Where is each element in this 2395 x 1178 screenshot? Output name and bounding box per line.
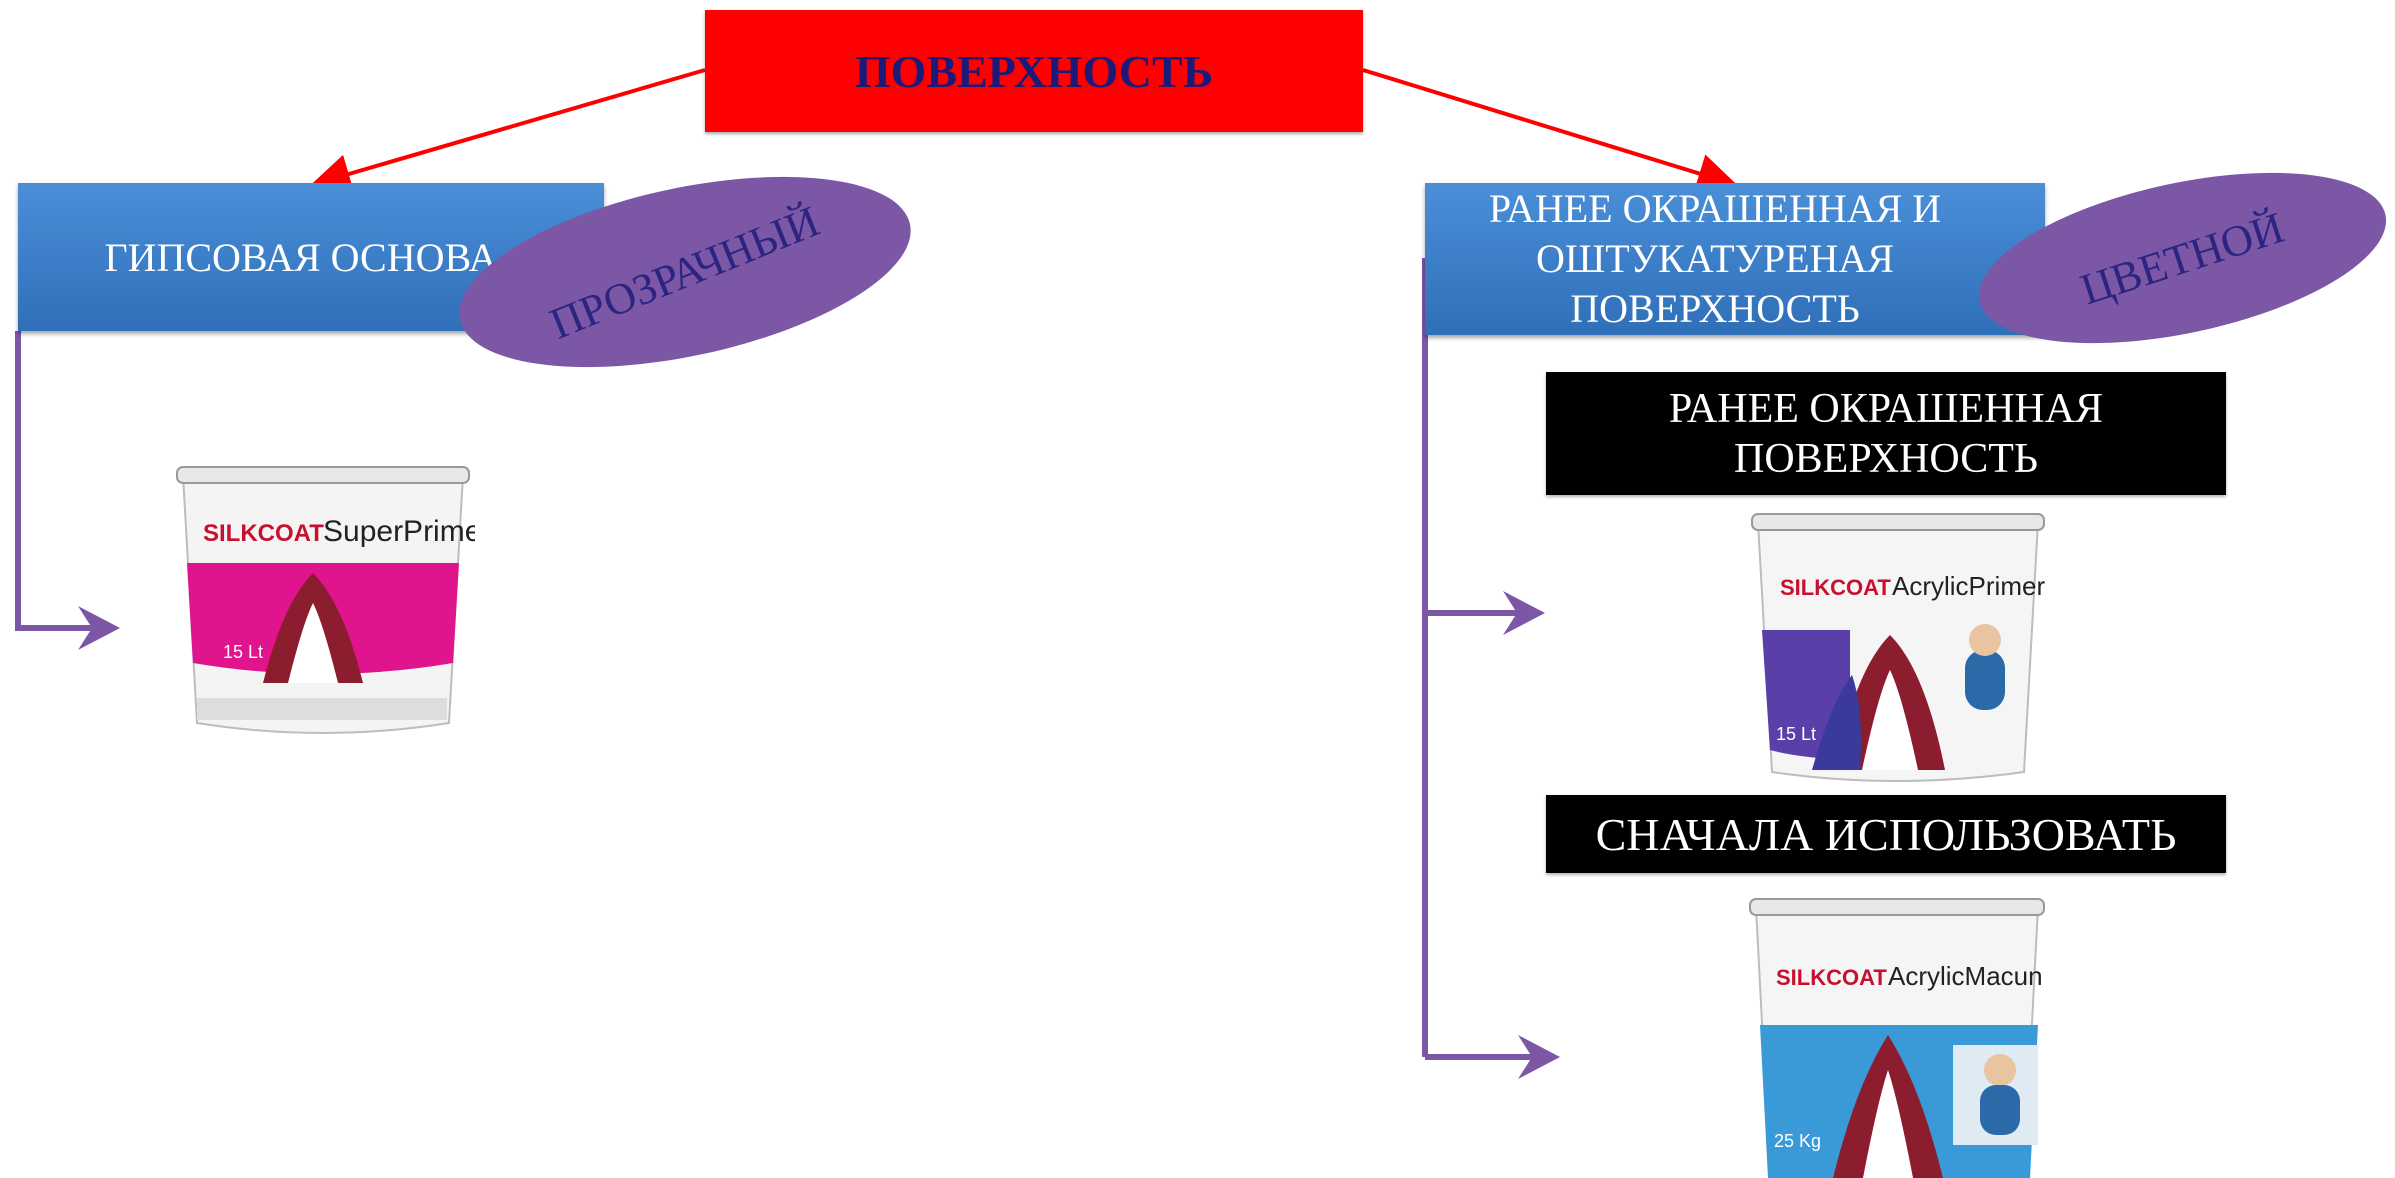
acrylicprimer-name: AcrylicPrimer	[1892, 571, 2045, 601]
left-tag-label: ПРОЗРАЧНЫЙ	[543, 195, 827, 349]
right-branch-label-line-1: РАНЕЕ ОКРАШЕННАЯ И	[1488, 186, 1942, 231]
root-node: ПОВЕРХНОСТЬ	[705, 10, 1363, 132]
root-label: ПОВЕРХНОСТЬ	[854, 45, 1214, 97]
left-branch-connector	[15, 331, 105, 631]
left-branch-arrowhead	[78, 606, 120, 650]
right-branch-label-line-2: ОШТУКАТУРЕНАЯ	[1536, 236, 1894, 281]
right-branch-node: РАНЕЕ ОКРАШЕННАЯ И ОШТУКАТУРЕНАЯ ПОВЕРХН…	[1425, 183, 2045, 335]
root-to-left-arrow	[310, 68, 706, 194]
right-tag-label: ЦВЕТНОЙ	[2074, 202, 2291, 314]
sub1-label-box: РАНЕЕ ОКРАШЕННАЯ ПОВЕРХНОСТЬ	[1546, 372, 2226, 495]
sub2-label-box: СНАЧАЛА ИСПОЛЬЗОВАТЬ	[1546, 795, 2226, 873]
acrylicmacun-brand: SILKCOAT	[1776, 965, 1887, 990]
superprimer-volume: 15 Lt	[223, 642, 263, 662]
left-branch-label: ГИПСОВАЯ ОСНОВА	[104, 234, 498, 280]
superprimer-name: SuperPrimer	[323, 515, 475, 548]
acrylicprimer-volume: 15 Lt	[1776, 724, 1816, 744]
superprimer-bucket-image: SILKCOAT SuperPrimer 15 Lt	[163, 453, 475, 749]
acrylicprimer-brand: SILKCOAT	[1780, 575, 1891, 600]
sub2-label: СНАЧАЛА ИСПОЛЬЗОВАТЬ	[1595, 808, 2177, 860]
sub1-label-line-2: ПОВЕРХНОСТЬ	[1733, 435, 2038, 482]
superprimer-brand: SILKCOAT	[203, 520, 324, 547]
root-to-right-arrow	[1362, 68, 1738, 193]
sub1-label-line-1: РАНЕЕ ОКРАШЕННАЯ	[1668, 385, 2104, 432]
acrylicmacun-name: AcrylicMacun	[1888, 961, 2043, 991]
acrylicprimer-bucket-image: SILKCOAT AcrylicPrimer 15 Lt	[1740, 500, 2050, 790]
acrylicmacun-volume: 25 Kg	[1774, 1131, 1821, 1151]
acrylicmacun-bucket-image: SILKCOAT AcrylicMacun 25 Kg	[1738, 885, 2054, 1178]
right-branch-arrowhead-1	[1503, 591, 1545, 635]
right-branch-label-line-3: ПОВЕРХНОСТЬ	[1570, 286, 1860, 331]
right-branch-arrowhead-2	[1518, 1035, 1560, 1079]
